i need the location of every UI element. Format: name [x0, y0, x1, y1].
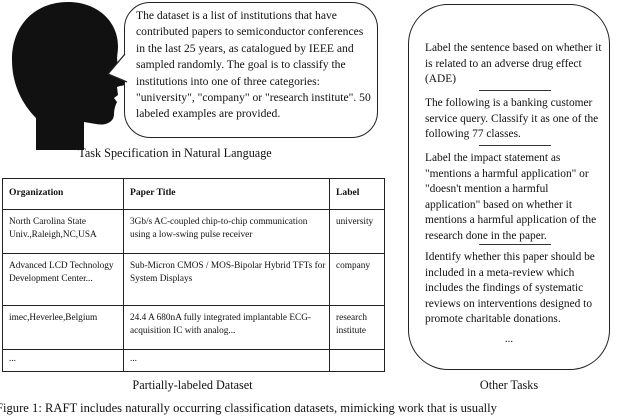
table-header-row: Organization Paper Title Label: [3, 179, 384, 210]
dataset-table: Organization Paper Title Label North Car…: [2, 178, 385, 372]
task-specification-caption: Task Specification in Natural Language: [78, 146, 272, 160]
task-item: The following is a banking customer serv…: [425, 97, 599, 141]
task-item: Label the sentence based on whether it i…: [425, 42, 602, 86]
other-tasks-panel: Label the sentence based on whether it i…: [408, 4, 610, 370]
dataset-caption: Partially-labeled Dataset: [132, 378, 253, 392]
head-silhouette-icon: [6, 0, 126, 150]
paper-title-cell: 24.4 A 680nA fully integrated implantabl…: [123, 306, 329, 349]
paper-title-cell: Sub-Micron CMOS / MOS-Bipolar Hybrid TFT…: [123, 254, 329, 305]
task-divider: [479, 90, 551, 91]
more-tasks-ellipsis: ...: [504, 333, 514, 345]
column-header-label: Label: [329, 179, 384, 209]
label-cell: university: [329, 210, 384, 253]
organization-cell: ...: [9, 354, 16, 364]
table-row: ... ...: [3, 350, 384, 371]
table-row: Advanced LCD Technology Development Cent…: [3, 254, 384, 306]
column-header-organization: Organization: [9, 187, 64, 198]
task-divider: [479, 145, 551, 146]
organization-cell: North Carolina State Univ.,Raleigh,NC,US…: [9, 217, 97, 240]
speech-bubble-tail: [106, 53, 128, 83]
task-item: Identify whether this paper should be in…: [425, 251, 595, 326]
paper-title-cell: 3Gb/s AC-coupled chip-to-chip communicat…: [123, 210, 329, 253]
other-tasks-caption: Other Tasks: [479, 378, 539, 392]
paper-title-cell: ...: [123, 350, 329, 371]
label-cell: research institute: [329, 306, 384, 349]
organization-cell: Advanced LCD Technology Development Cent…: [9, 261, 114, 284]
table-row: imec,Heverlee,Belgium 24.4 A 680nA fully…: [3, 306, 384, 350]
column-header-paper-title: Paper Title: [123, 179, 329, 209]
label-cell: [329, 350, 384, 371]
speech-bubble: The dataset is a list of institutions th…: [124, 2, 378, 138]
task-specification-text: The dataset is a list of institutions th…: [136, 9, 371, 121]
figure-caption: Figure 1: RAFT includes naturally occurr…: [0, 401, 497, 415]
task-item: Label the impact statement as "mentions …: [425, 152, 597, 242]
task-divider: [479, 244, 551, 245]
organization-cell: imec,Heverlee,Belgium: [9, 313, 98, 323]
table-row: North Carolina State Univ.,Raleigh,NC,US…: [3, 210, 384, 254]
label-cell: company: [329, 254, 384, 305]
